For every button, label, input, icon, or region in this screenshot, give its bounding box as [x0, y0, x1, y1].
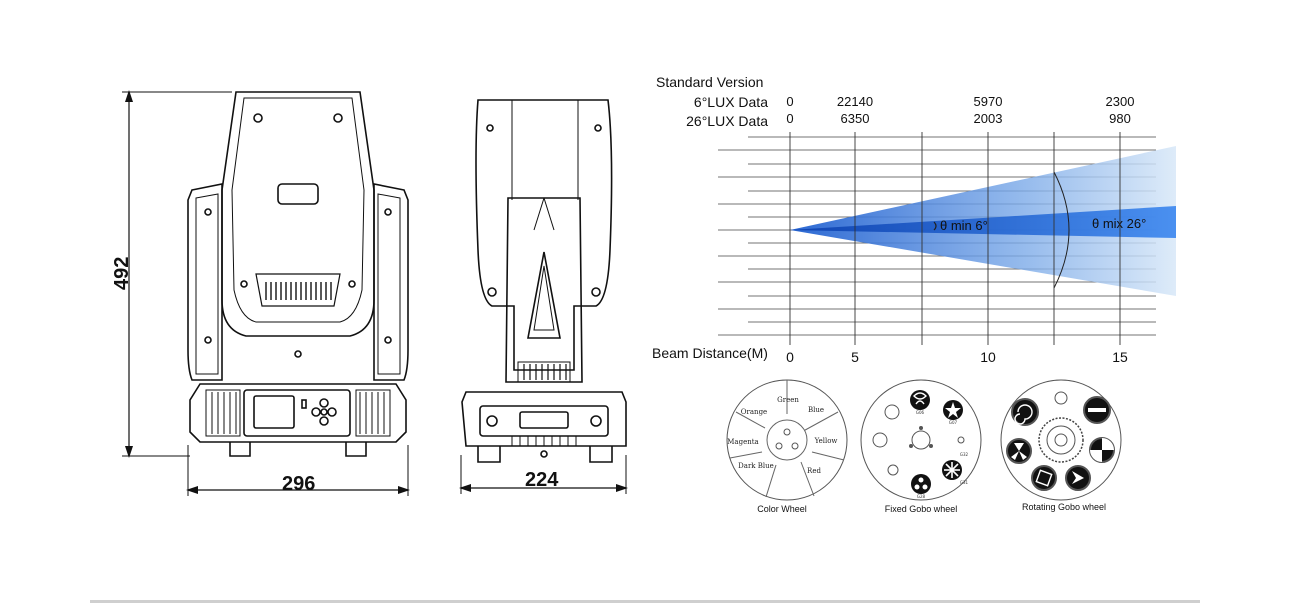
fixed-gobo-caption: Fixed Gobo wheel	[885, 504, 958, 514]
color-segment-magenta: Magenta	[727, 438, 758, 446]
distance-tick-5: 5	[851, 349, 859, 365]
lux-26-value-3: 980	[1109, 111, 1131, 126]
distance-tick-15: 15	[1112, 349, 1128, 365]
fixed-gobo-wheel-diagram: G06 G07 G32 G31 G28 Fixed Gobo wheel	[860, 379, 982, 514]
angle-max-label: θ mix 26°	[1092, 216, 1146, 231]
rotating-gobo-wheel-diagram: Rotating Gobo wheel	[1000, 379, 1122, 512]
standard-version-label: Standard Version	[656, 74, 763, 90]
fixed-gobo-code-5: G28	[917, 494, 926, 499]
color-segment-orange: Orange	[741, 408, 767, 416]
lux-26-row-label: 26°LUX Data	[686, 113, 768, 129]
distance-tick-0: 0	[786, 349, 794, 365]
lux-26-value-1: 6350	[841, 111, 870, 126]
lux-26-value-2: 2003	[974, 111, 1003, 126]
beam-distance-chart: Standard Version 6°LUX Data 26°LUX Data …	[652, 74, 1176, 365]
beam-distance-axis-label: Beam Distance(M)	[652, 345, 768, 361]
fixed-gobo-code-4: G31	[960, 480, 969, 485]
color-segment-dark-blue: Dark Blue	[738, 462, 774, 470]
color-segment-green: Green	[777, 396, 799, 404]
color-segment-blue: Blue	[808, 406, 824, 414]
footer-divider	[90, 600, 1200, 603]
color-segment-yellow: Yellow	[814, 437, 838, 445]
angle-min-label: θ min 6°	[940, 218, 988, 233]
height-dimension-label: 492	[111, 257, 133, 290]
front-width-dimension-label: 296	[282, 473, 315, 495]
rotating-gobo-caption: Rotating Gobo wheel	[1022, 502, 1106, 512]
front-view-drawing: 492 296	[111, 90, 410, 496]
color-wheel-caption: Color Wheel	[757, 504, 807, 514]
fixed-gobo-code-2: G07	[949, 420, 958, 425]
lux-6-value-1: 22140	[837, 94, 873, 109]
side-width-dimension-label: 224	[525, 469, 559, 491]
fixed-gobo-code-1: G06	[916, 410, 925, 415]
side-view-drawing: 224	[459, 99, 628, 494]
lux-6-value-0: 0	[786, 94, 793, 109]
lux-6-value-2: 5970	[974, 94, 1003, 109]
lux-6-row-label: 6°LUX Data	[694, 94, 768, 110]
lux-26-value-0: 0	[786, 111, 793, 126]
distance-tick-10: 10	[980, 349, 996, 365]
color-wheel-diagram: Green Blue Yellow Red Dark Blue Magenta …	[726, 379, 848, 514]
lux-6-value-3: 2300	[1106, 94, 1135, 109]
color-segment-red: Red	[807, 467, 821, 475]
beam-6-degree	[790, 206, 1176, 238]
fixed-gobo-code-3: G32	[960, 452, 969, 457]
